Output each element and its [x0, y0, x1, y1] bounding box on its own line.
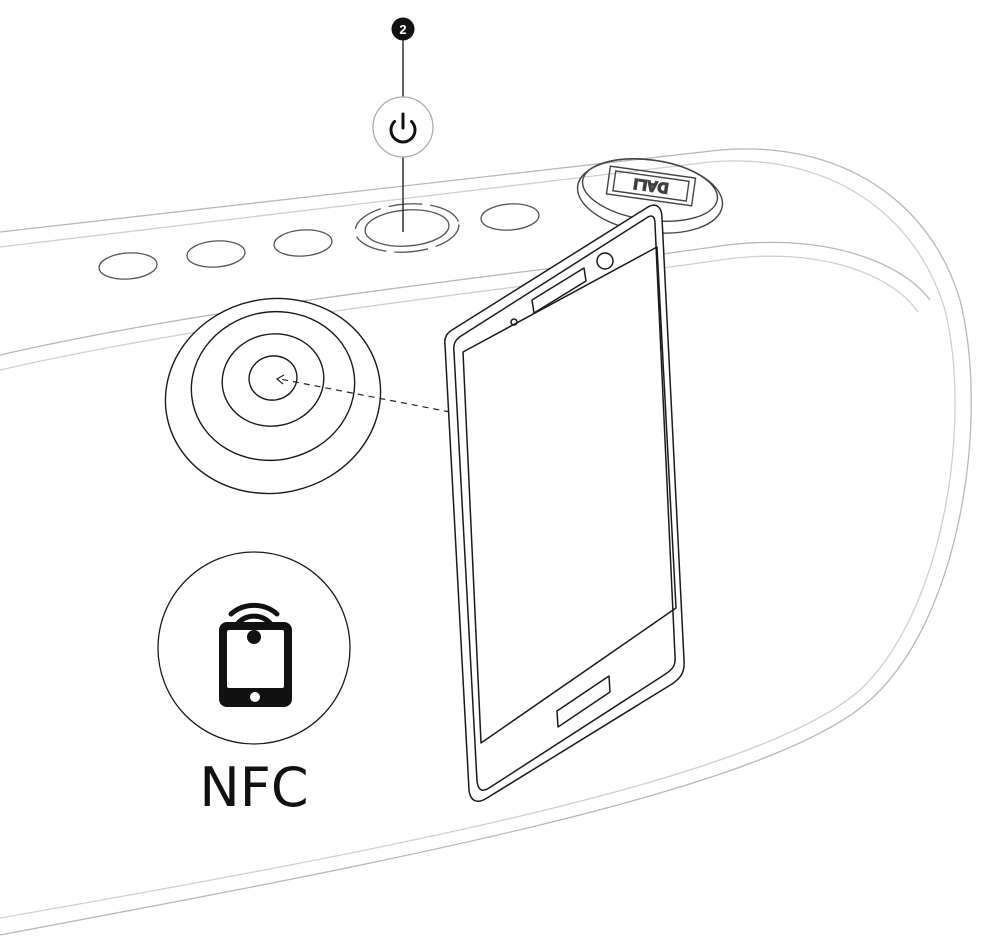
speaker-button-3 [273, 229, 333, 257]
speaker-button-5 [480, 203, 540, 231]
speaker-button-2 [186, 240, 246, 268]
step-badge [391, 17, 415, 41]
speaker-button-power [364, 209, 450, 247]
speaker-button-power-ring [354, 203, 460, 253]
smartphone [444, 204, 685, 802]
speaker-button-1 [98, 252, 158, 280]
step-number: 2 [399, 22, 406, 37]
nfc-badge: NFC [157, 551, 351, 819]
nfc-target-icon [164, 297, 382, 495]
nfc-pointer-arrow [275, 374, 451, 413]
speaker-buttons [98, 203, 540, 280]
power-icon [389, 112, 417, 144]
nfc-phone-icon [219, 602, 292, 707]
brand-logo-text: DALI [633, 175, 670, 197]
nfc-label: NFC [199, 756, 308, 819]
step-callout: 2 [372, 17, 434, 232]
